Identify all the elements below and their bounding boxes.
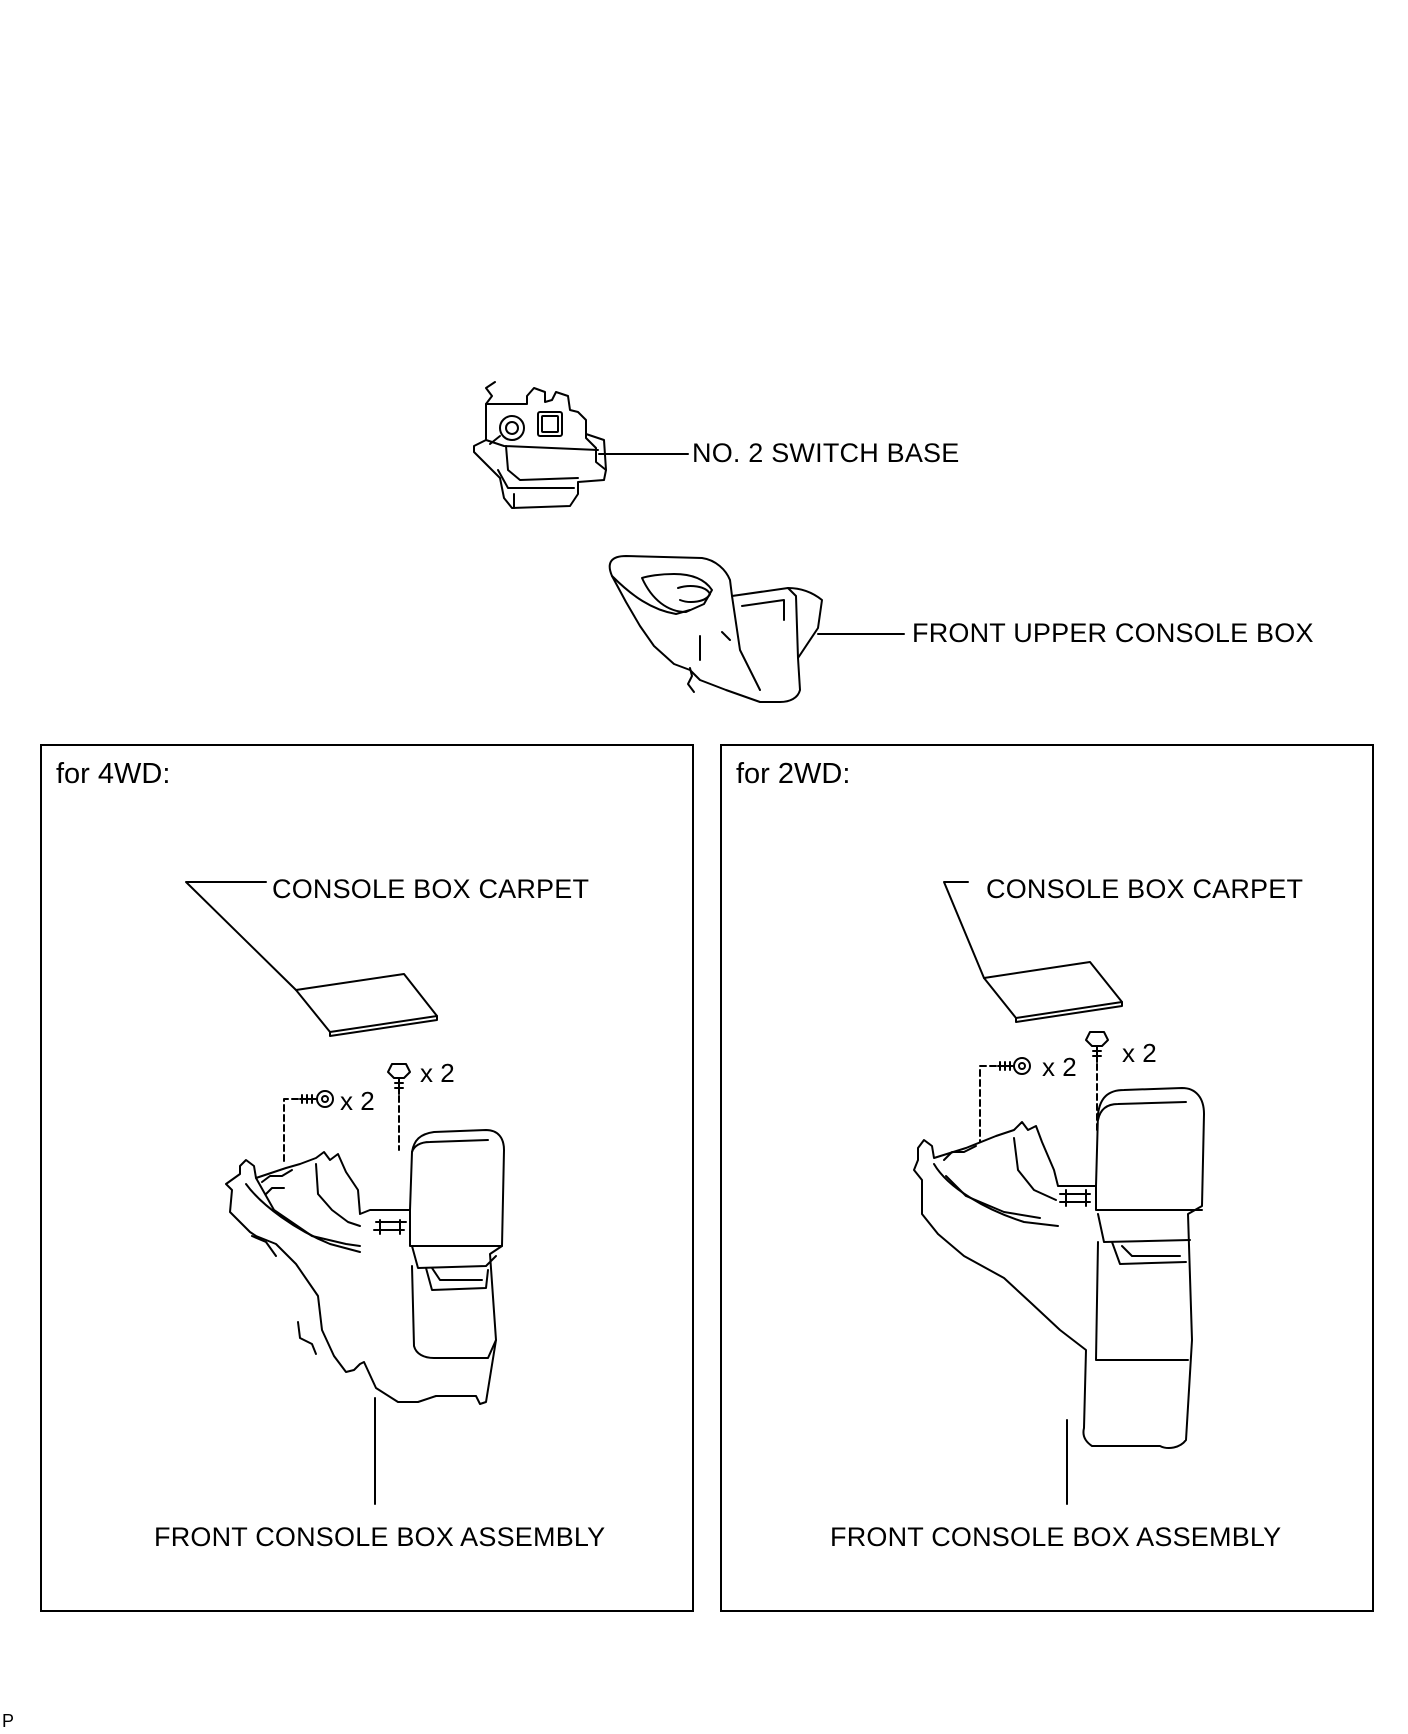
panel-4wd xyxy=(40,744,694,1612)
clip-icon-4wd xyxy=(299,1090,334,1108)
console-assembly-drawing-2wd xyxy=(913,1087,1205,1449)
carpet-leader-2wd xyxy=(943,881,985,979)
panel-2wd xyxy=(720,744,1374,1612)
carpet-label-4wd: CONSOLE BOX CARPET xyxy=(272,874,590,904)
clip-qty-2wd: x 2 xyxy=(1042,1052,1077,1082)
bolt-icon-4wd xyxy=(387,1063,411,1095)
variant-label-2wd: for 2WD: xyxy=(736,758,851,790)
assembly-label-4wd: FRONT CONSOLE BOX ASSEMBLY xyxy=(154,1522,606,1552)
fastener-paths-4wd xyxy=(283,1095,400,1163)
fastener-paths-2wd xyxy=(979,1063,1098,1145)
carpet-leader-4wd xyxy=(185,881,297,991)
variant-label-4wd: for 4WD: xyxy=(56,758,171,790)
upper-console-drawing xyxy=(608,555,823,703)
carpet-drawing-2wd xyxy=(983,961,1123,1023)
bolt-qty-2wd: x 2 xyxy=(1122,1038,1157,1068)
clip-icon-2wd xyxy=(997,1057,1031,1075)
console-assembly-drawing-4wd xyxy=(225,1129,505,1405)
upper-console-label: FRONT UPPER CONSOLE BOX xyxy=(912,618,1314,648)
carpet-label-2wd: CONSOLE BOX CARPET xyxy=(986,874,1304,904)
bolt-icon-2wd xyxy=(1085,1031,1109,1063)
assembly-label-2wd: FRONT CONSOLE BOX ASSEMBLY xyxy=(830,1522,1282,1552)
switch-base-drawing xyxy=(473,381,607,509)
bolt-qty-4wd: x 2 xyxy=(420,1058,455,1088)
carpet-drawing-4wd xyxy=(295,973,438,1037)
clip-qty-4wd: x 2 xyxy=(340,1086,375,1116)
switch-base-label: NO. 2 SWITCH BASE xyxy=(692,438,960,468)
figure-code: P xyxy=(2,1711,15,1731)
